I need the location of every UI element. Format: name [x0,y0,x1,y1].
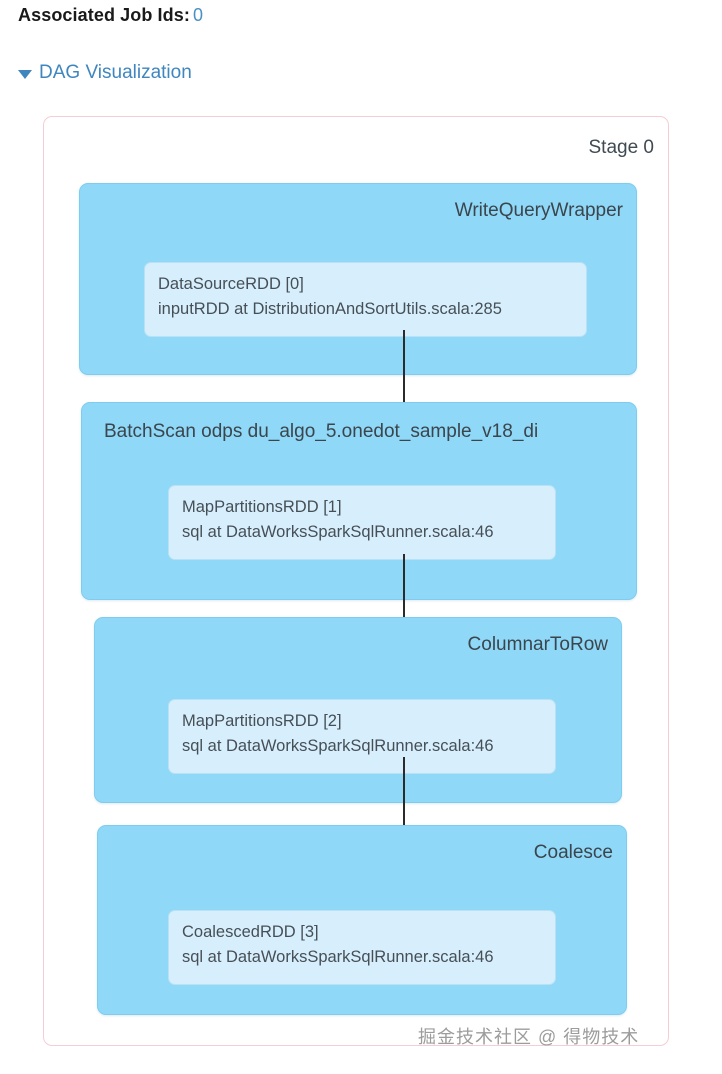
rdd-box[interactable]: DataSourceRDD [0] inputRDD at Distributi… [144,262,587,337]
dag-edge [403,330,405,460]
chevron-down-icon [18,69,32,79]
rdd-callsite: sql at DataWorksSparkSqlRunner.scala:46 [182,523,494,541]
rdd-box[interactable]: MapPartitionsRDD [2] sql at DataWorksSpa… [168,699,556,774]
watermark: 掘金技术社区 @ 得物技术 [418,1027,640,1047]
rdd-name: MapPartitionsRDD [1] [182,498,342,516]
dag-edge [403,757,405,885]
rdd-box[interactable]: MapPartitionsRDD [1] sql at DataWorksSpa… [168,485,556,560]
rdd-name: MapPartitionsRDD [2] [182,712,342,730]
rdd-callsite: sql at DataWorksSparkSqlRunner.scala:46 [182,948,494,966]
rdd-name: DataSourceRDD [0] [158,275,304,293]
rdd-name: CoalescedRDD [3] [182,923,319,941]
associated-job-ids-label: Associated Job Ids: [18,5,190,25]
scope-box[interactable]: BatchScan odps du_algo_5.onedot_sample_v… [81,402,637,600]
dag-visualization-label: DAG Visualization [39,62,192,83]
scope-title: ColumnarToRow [467,634,608,655]
scope-title: WriteQueryWrapper [454,200,623,221]
rdd-box[interactable]: CoalescedRDD [3] sql at DataWorksSparkSq… [168,910,556,985]
stage-title: Stage 0 [588,137,655,158]
associated-job-ids: Associated Job Ids:0 [18,2,203,28]
scope-title: Coalesce [533,842,613,863]
scope-box[interactable]: ColumnarToRow MapPartitionsRDD [2] sql a… [94,617,622,803]
associated-job-ids-value[interactable]: 0 [192,5,203,25]
stage-container: Stage 0 WriteQueryWrapper DataSourceRDD … [43,116,669,1046]
scope-box[interactable]: Coalesce CoalescedRDD [3] sql at DataWor… [97,825,627,1015]
scope-title: BatchScan odps du_algo_5.onedot_sample_v… [104,421,539,442]
scope-box[interactable]: WriteQueryWrapper DataSourceRDD [0] inpu… [79,183,637,375]
rdd-callsite: inputRDD at DistributionAndSortUtils.sca… [158,300,502,318]
rdd-callsite: sql at DataWorksSparkSqlRunner.scala:46 [182,737,494,755]
dag-visualization-toggle[interactable]: DAG Visualization [18,62,192,84]
